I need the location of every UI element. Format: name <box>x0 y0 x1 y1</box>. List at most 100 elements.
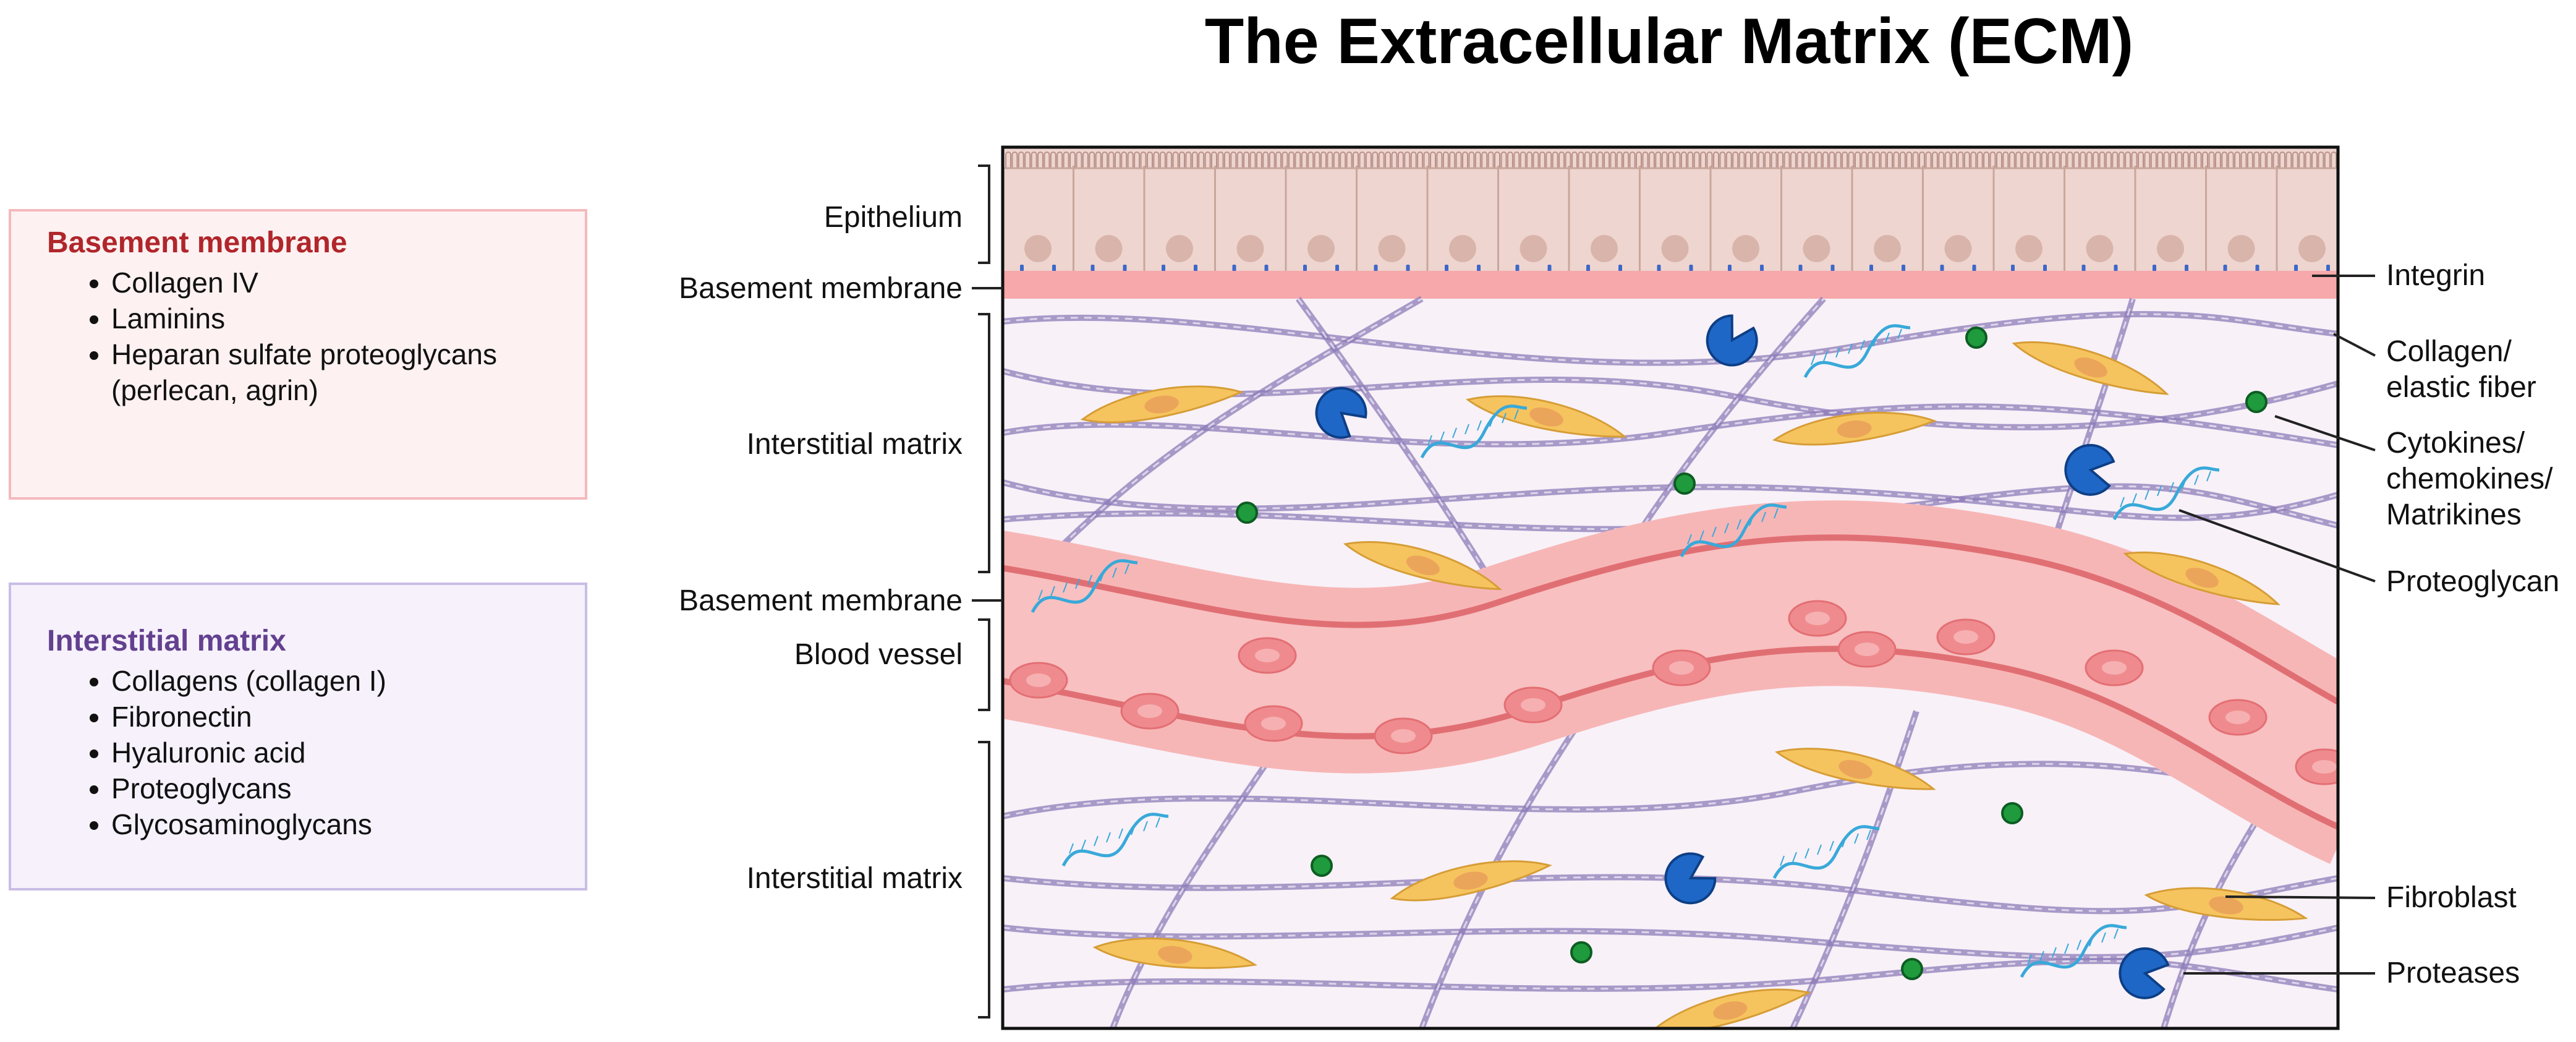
microvillus <box>1983 152 1990 168</box>
microvillus <box>1558 152 1565 168</box>
microvillus <box>1114 152 1121 168</box>
microvillus <box>1256 152 1262 168</box>
microvillus <box>1706 152 1713 168</box>
red-blood-cell-center <box>1261 717 1286 730</box>
nucleus <box>1449 235 1476 262</box>
proteoglycan-bristle <box>2120 497 2125 508</box>
microvillus <box>1204 152 1211 168</box>
microvillus <box>1989 152 1996 168</box>
proteoglycan-bristle <box>1155 817 1160 828</box>
proteoglycan-bristle <box>1792 852 1797 863</box>
protease <box>1706 314 1758 367</box>
proteoglycan-bristle <box>1780 855 1785 866</box>
microvillus <box>1063 152 1069 168</box>
list-item: Collagens (collagen I) <box>111 663 560 699</box>
microvillus <box>1963 152 1970 168</box>
microvillus <box>1095 152 1102 168</box>
microvillus <box>1307 152 1314 168</box>
diagram-frame <box>1001 145 2340 1030</box>
microvillus <box>1751 152 1758 168</box>
microvillus <box>2131 152 2138 168</box>
nucleus <box>2157 235 2184 262</box>
proteoglycan-bristle <box>2077 939 2081 950</box>
microvillus <box>1616 152 1623 168</box>
microvillus <box>1179 152 1185 168</box>
list-item: Collagen IV <box>111 265 560 301</box>
microvillus <box>1855 152 1861 168</box>
proteoglycan-bristle <box>1087 574 1092 586</box>
proteoglycan-bristle <box>2064 943 2069 954</box>
microvillus <box>1037 152 1044 168</box>
proteoglycan-bristle <box>1687 534 1692 545</box>
microvillus <box>2195 152 2202 168</box>
list-item: Hyaluronic acid <box>111 735 560 771</box>
microvillus <box>1294 152 1301 168</box>
microvillus <box>1082 152 1089 168</box>
proteoglycan-bristle <box>1866 829 1871 840</box>
microvillus <box>1687 152 1694 168</box>
microvillus <box>1301 152 1307 168</box>
microvillus <box>2080 152 2086 168</box>
microvillus <box>1449 152 1456 168</box>
nucleus <box>1591 235 1618 262</box>
proteoglycan <box>1803 324 1911 378</box>
microvillus <box>1887 152 1893 168</box>
protease <box>2064 443 2115 496</box>
microvillus <box>1700 152 1707 168</box>
fibroblast <box>2012 341 2169 395</box>
proteoglycan-core <box>1680 503 1787 558</box>
microvillus <box>2073 152 2080 168</box>
red-blood-cell-center <box>1026 673 1051 687</box>
proteoglycan-bristle <box>1804 848 1809 859</box>
nucleus <box>1307 235 1335 262</box>
interstitial-bottom-bracket <box>978 741 990 1019</box>
microvillus <box>2105 152 2112 168</box>
microvillus <box>1211 152 1217 168</box>
nucleus <box>2298 235 2326 262</box>
microvillus <box>1481 152 1488 168</box>
red-blood-cells <box>1009 600 2338 785</box>
fibroblast-nucleus <box>1406 555 1440 576</box>
proteoglycan-bristle <box>1131 824 1136 835</box>
microvillus <box>1249 152 1256 168</box>
proteoglycan-bristle <box>1440 431 1445 442</box>
microvillus <box>1571 152 1578 168</box>
microvillus <box>1288 152 1294 168</box>
microvillus <box>1365 152 1372 168</box>
basement-membrane-list: Collagen IV Laminins Heparan sulfate pro… <box>47 265 560 408</box>
microvillus <box>1951 152 1958 168</box>
fibroblast <box>1650 988 1811 1028</box>
microvillus <box>1076 152 1082 168</box>
microvillus <box>1770 152 1777 168</box>
integrin-label: Integrin <box>2386 259 2486 292</box>
microvillus <box>1520 152 1526 168</box>
nucleus <box>1661 235 1689 262</box>
proteoglycan-bristle <box>2027 954 2032 965</box>
microvillus <box>2157 152 2164 168</box>
cytokine <box>2245 391 2268 413</box>
collagen-fiber <box>1003 479 2338 521</box>
microvillus <box>1436 152 1443 168</box>
interstitial-matrix-list: Collagens (collagen I) Fibronectin Hyalu… <box>47 663 560 842</box>
proteases-label: Proteases <box>2386 957 2520 989</box>
microvillus <box>1867 152 1874 168</box>
proteoglycan-core <box>1031 559 1138 613</box>
microvillus <box>1552 152 1558 168</box>
blood-vessel <box>1003 500 2338 865</box>
proteases <box>1315 314 2170 999</box>
proteoglycan-bristle <box>1897 328 1902 340</box>
proteoglycan-bristle <box>1699 530 1704 541</box>
microvillus <box>2331 152 2337 168</box>
proteoglycan-bristle <box>1081 839 1086 850</box>
microvillus <box>2028 152 2034 168</box>
microvillus <box>2189 152 2196 168</box>
microvillus <box>1018 152 1024 168</box>
list-item: Heparan sulfate proteoglycans (perlecan,… <box>111 336 560 408</box>
proteoglycan-bristle <box>1854 833 1859 844</box>
proteoglycan-bristle <box>1829 840 1834 852</box>
cytokines-leader <box>2274 415 2376 451</box>
microvillus <box>1314 152 1320 168</box>
microvillus <box>2240 152 2247 168</box>
proteoglycan <box>1061 813 1169 867</box>
proteoglycan-bristle <box>2157 485 2162 497</box>
